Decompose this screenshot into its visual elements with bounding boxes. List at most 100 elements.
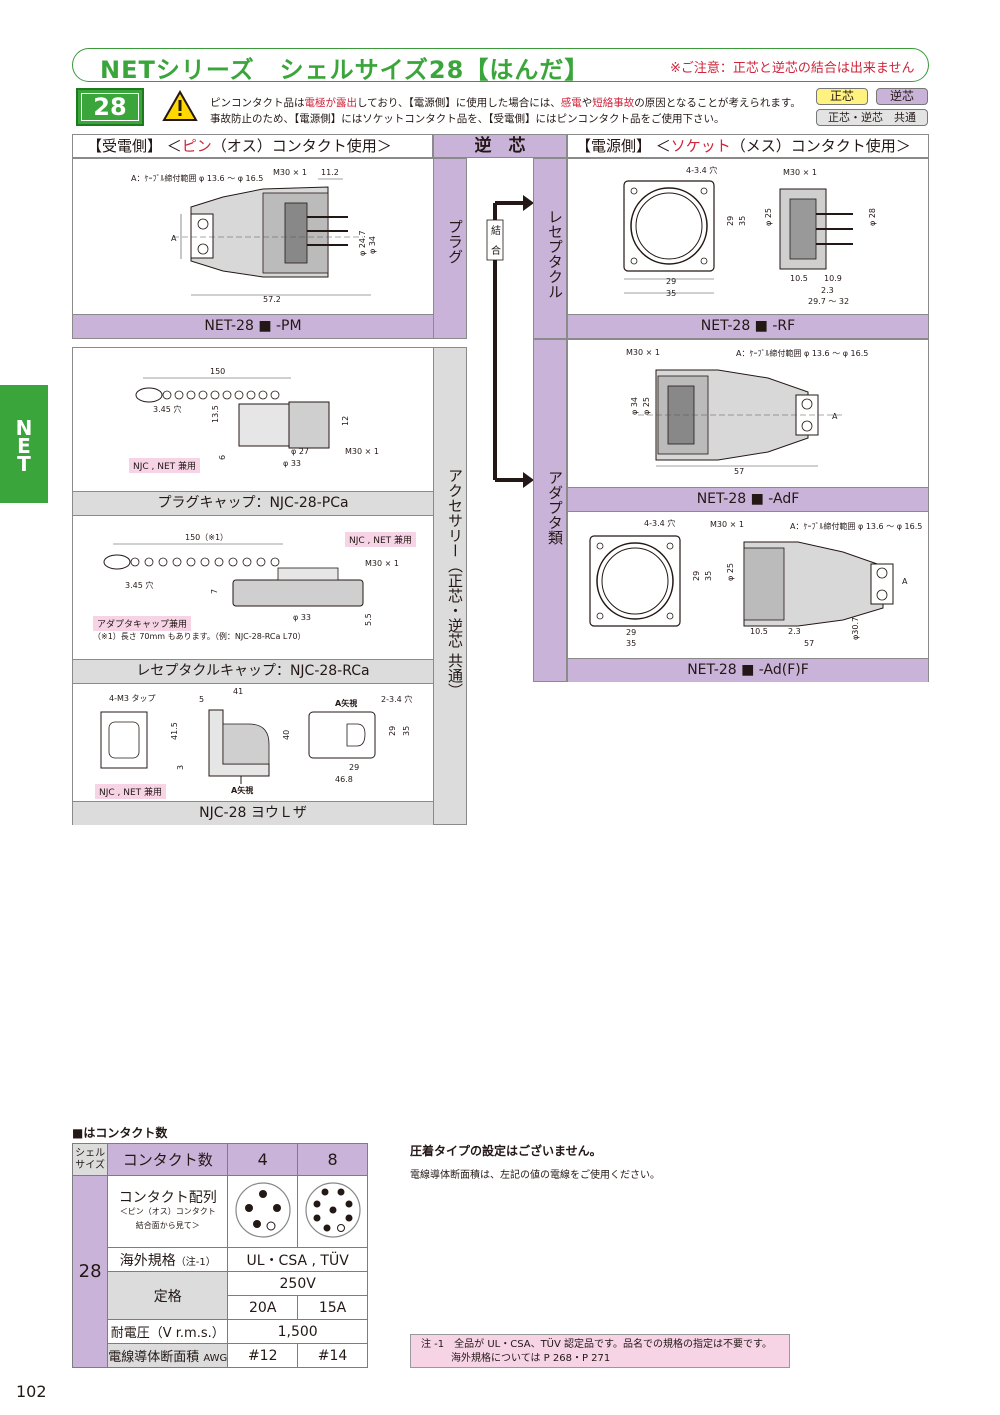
panel-rca: 150（※1） 3.45 穴 M30 × 1 7 φ 33 5.5 NJC , … [72,515,434,683]
page-number: 102 [16,1382,47,1401]
svg-text:4-3.4 穴: 4-3.4 穴 [686,165,717,175]
svg-text:φ 33: φ 33 [283,459,301,468]
svg-text:φ 25: φ 25 [642,397,651,415]
rating-amp-4: 20A [227,1295,299,1320]
svg-text:10.9: 10.9 [824,274,842,283]
svg-text:29: 29 [666,277,676,286]
svg-text:35: 35 [626,639,636,648]
svg-text:3: 3 [176,765,185,770]
svg-text:3.45 穴: 3.45 穴 [153,404,181,414]
rating-header: 定格 [107,1271,229,1320]
note-njc-net-bracket: NJC , NET 兼用 [95,784,167,799]
wire-awg-4: #12 [227,1343,299,1368]
svg-text:150（※1）: 150（※1） [185,533,228,542]
contact-count-header: コンタクト数 [107,1143,229,1176]
svg-text:10.5: 10.5 [790,274,808,283]
warning-icon [162,90,198,121]
label-receptacle: レセプタクル [533,158,567,339]
svg-text:4-3.4 穴: 4-3.4 穴 [644,518,675,528]
svg-text:A: A [902,577,908,586]
layout-header: コンタクト配列 ＜ピン（オス）コンタクト 結合面から見て＞ [107,1175,229,1248]
svg-text:φ 25: φ 25 [726,563,735,581]
svg-text:3.45 穴: 3.45 穴 [125,580,153,590]
withstand-header: 耐電圧（V r.m.s.） [107,1319,229,1344]
panel-pm: A：ｹｰﾌﾞﾙ締付範囲 φ 13.6 ～ φ 16.5 M30 × 1 11.2… [72,158,434,339]
svg-text:φ 24.7: φ 24.7 [358,230,367,256]
svg-text:35: 35 [666,289,676,298]
note-rca-length: （※1）長さ 70mm もあります。（例：NJC-28-RCa L70） [93,632,306,641]
svg-text:7: 7 [210,589,219,594]
svg-text:φ 33: φ 33 [293,613,311,622]
wire-header: 電線導体断面積 AWG [107,1343,229,1368]
couple-label: 結合 [491,226,501,257]
svg-text:M30 × 1: M30 × 1 [365,559,399,568]
wire-awg-8: #14 [297,1343,368,1368]
panel-adff: 4-3.4 穴 29 35 29 35 M30 × 1 A：ｹｰﾌﾞﾙ締付範囲 … [567,511,929,682]
svg-text:41.5: 41.5 [170,722,179,740]
svg-text:29: 29 [726,216,735,226]
svg-text:A: A [832,412,838,421]
tag-gyakushin: 逆芯 [876,88,928,105]
power-side-header: 【電源側】 ＜ソケット（メス）コンタクト使用＞ [567,134,929,158]
footnote-box: 注 -1 全品が UL・CSA、TÜV 認定品です。品名での規格の指定は不要です… [410,1334,790,1368]
svg-text:A矢視: A矢視 [335,698,357,708]
receive-side-header: 【受電側】 ＜ピン（オス）コンタクト使用＞ [72,134,433,158]
reverse-core-header: 逆 芯 [433,134,567,158]
svg-text:11.2: 11.2 [321,168,339,177]
shell-size-value-cell: 28 [71,1175,109,1368]
label-accessory: アクセサリー（正芯・逆芯 共通） [433,347,467,825]
drawing-adf: M30 × 1 A：ｹｰﾌﾞﾙ締付範囲 φ 13.6 ～ φ 16.5 φ 34… [626,348,868,476]
panel-pca: 150 3.45 穴 13.5 6 φ 27 φ 33 12 M30 × 1 N… [72,347,434,515]
svg-text:5: 5 [199,695,204,704]
note-njc-net-rca: NJC , NET 兼用 [345,532,417,547]
svg-text:10.5: 10.5 [750,627,768,636]
drawing-rca: 150（※1） 3.45 穴 M30 × 1 7 φ 33 5.5 [103,533,399,626]
title-frame [72,48,929,82]
svg-text:29: 29 [349,763,359,772]
svg-text:2.3: 2.3 [821,286,834,295]
svg-text:29.7 ～ 32: 29.7 ～ 32 [808,297,849,306]
caption-rca: レセプタクルキャップ：NJC-28-RCa [73,659,433,683]
shell-size-value: 28 [93,93,127,121]
svg-text:150: 150 [210,367,225,376]
overseas-value: UL・CSA , TÜV [227,1247,368,1272]
svg-text:M30 × 1: M30 × 1 [626,348,660,357]
svg-text:φ30.7: φ30.7 [851,617,860,640]
contact-count-4: 4 [227,1143,299,1176]
footnote-line-1: 注 -1 全品が UL・CSA、TÜV 認定品です。品名での規格の指定は不要です… [421,1339,773,1350]
svg-text:φ 27: φ 27 [291,447,309,456]
drawing-bracket: 4-M3 タップ 41 5 41.5 40 3 A矢視 2-3.4 穴 29 3… [100,687,412,795]
svg-text:57: 57 [734,467,744,476]
couple-arrows [486,195,534,488]
caption-adff: NET-28 ■ -Ad(F)F [568,658,928,682]
svg-text:A：ｹｰﾌﾞﾙ締付範囲 φ 13.6 ～ φ 16.5: A：ｹｰﾌﾞﾙ締付範囲 φ 13.6 ～ φ 16.5 [736,348,868,358]
svg-text:12: 12 [341,416,350,426]
label-plug: プラグ [433,158,467,339]
svg-text:M30 × 1: M30 × 1 [345,447,379,456]
crimp-note-body: 電線導体断面積は、左記の値の電線をご使用ください。 [410,1170,660,1181]
contact-count-8: 8 [297,1143,368,1176]
table-title: ■はコンタクト数 [72,1126,168,1140]
svg-text:2-3.4 穴: 2-3.4 穴 [381,694,412,704]
svg-text:41: 41 [233,687,243,696]
svg-text:13.5: 13.5 [211,405,220,423]
drawing-pm: A：ｹｰﾌﾞﾙ締付範囲 φ 13.6 ～ φ 16.5 M30 × 1 11.2… [131,168,377,304]
badge-inner-frame [81,93,139,121]
svg-text:46.8: 46.8 [335,775,353,784]
svg-text:57.2: 57.2 [263,295,281,304]
warning-line-2: 事故防止のため、【電源側】にはソケットコンタクト品を、【受電側】にはピンコンタク… [210,113,725,125]
panel-rf: 4-3.4 穴 29 35 29 35 M30 × 1 φ 25 φ 28 10… [567,158,929,339]
warning-line-1: ピンコンタクト品は電極が露出しており、【電源側】に使用した場合には、感電や短絡事… [210,97,801,109]
svg-text:M30 × 1: M30 × 1 [710,520,744,529]
svg-text:A：ｹｰﾌﾞﾙ締付範囲 φ 13.6 ～ φ 16.5: A：ｹｰﾌﾞﾙ締付範囲 φ 13.6 ～ φ 16.5 [790,521,922,531]
panel-adf: M30 × 1 A：ｹｰﾌﾞﾙ締付範囲 φ 13.6 ～ φ 16.5 φ 34… [567,339,929,511]
svg-text:35: 35 [704,571,713,581]
panel-bracket: 4-M3 タップ 41 5 41.5 40 3 A矢視 2-3.4 穴 29 3… [72,683,434,825]
drawing-adff: 4-3.4 穴 29 35 29 35 M30 × 1 A：ｹｰﾌﾞﾙ締付範囲 … [589,518,922,648]
crimp-note-heading: 圧着タイプの設定はございません。 [410,1144,602,1158]
rating-voltage: 250V [227,1271,368,1296]
svg-text:A: A [171,234,177,243]
svg-text:6: 6 [218,455,227,460]
svg-text:φ 25: φ 25 [764,208,773,226]
